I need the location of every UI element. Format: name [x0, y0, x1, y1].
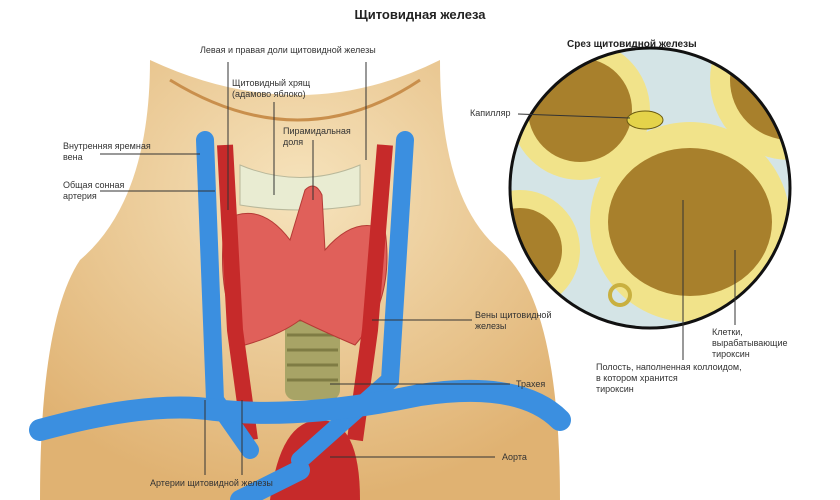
label-veins: Вены щитовидной железы — [475, 310, 552, 331]
section-title: Срез щитовидной железы — [567, 39, 697, 50]
label-cells: Клетки, вырабатывающие тироксин — [712, 327, 788, 359]
thyroid-cartilage — [239, 164, 361, 211]
label-cavity: Полость, наполненная коллоидом, в которо… — [596, 362, 742, 394]
label-lobes: Левая и правая доли щитовидной железы — [200, 45, 376, 55]
label-pyramidal: Пирамидальная доля — [283, 126, 351, 147]
veins — [29, 131, 571, 500]
label-trachea: Трахея — [516, 379, 546, 389]
page-title: Щитовидная железа — [354, 7, 486, 22]
leader-lines — [100, 62, 736, 475]
label-jugular: Внутренняя яремная вена — [63, 141, 151, 162]
label-cartilage: Щитовидный хрящ (адамово яблоко) — [232, 78, 311, 99]
label-arteries: Артерии щитовидной железы — [150, 478, 273, 488]
label-capillary: Капилляр — [470, 108, 511, 118]
label-carotid: Общая сонная артерия — [63, 180, 125, 201]
label-aorta: Аорта — [502, 452, 527, 462]
